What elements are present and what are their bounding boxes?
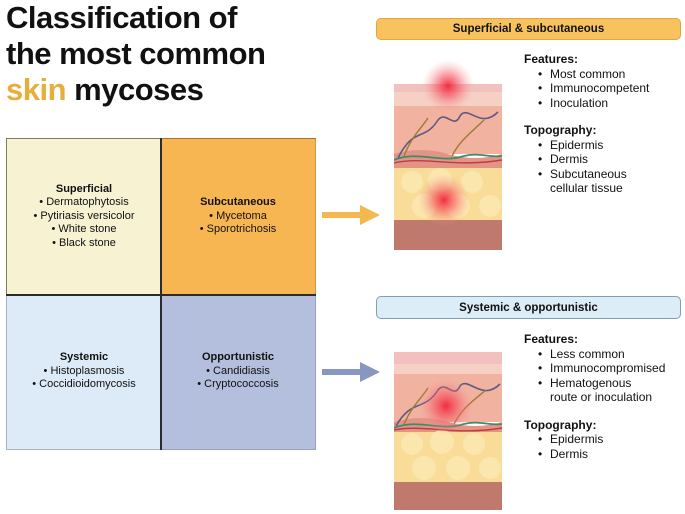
feature-item: Hematogenous	[538, 376, 665, 391]
topography-item: Subcutaneous	[538, 167, 649, 182]
superficial-list: Dermatophytosis Pytiriasis versicolor Wh…	[33, 196, 134, 250]
opportunistic-item: Candidiasis	[197, 365, 279, 379]
title-line-3: mycoses	[66, 72, 204, 107]
feature-item: Inoculation	[538, 96, 649, 111]
features-bottom: Features: Less common Immunocompromised …	[524, 332, 665, 461]
superficial-item: Black stone	[33, 237, 134, 251]
cell-opportunistic: Opportunistic Candidiasis Cryptococcosis	[161, 294, 316, 450]
topography-heading: Topography:	[524, 417, 597, 432]
topography-item: Epidermis	[538, 138, 649, 153]
banner-superficial-subcutaneous: Superficial & subcutaneous	[376, 18, 681, 40]
features-list: Most common Immunocompetent Inoculation	[524, 67, 649, 111]
topography-list: Epidermis Dermis Subcutaneous	[524, 138, 649, 182]
topography-item: Dermis	[538, 152, 649, 167]
topography-item: Dermis	[538, 447, 665, 462]
features-heading: Features:	[524, 52, 579, 66]
page-title: Classification of the most common skin m…	[6, 0, 266, 108]
subcutaneous-item: Sporotrichosis	[200, 223, 277, 237]
feature-item: Immunocompromised	[538, 361, 665, 376]
banner-systemic-opportunistic: Systemic & opportunistic	[376, 296, 681, 319]
grid-horizontal-divider	[6, 294, 316, 296]
systemic-heading: Systemic	[59, 351, 109, 364]
systemic-item: Histoplasmosis	[32, 365, 136, 379]
feature-item: Most common	[538, 67, 649, 82]
topography-list: Epidermis Dermis	[524, 432, 665, 461]
superficial-item: Dermatophytosis	[33, 196, 134, 210]
features-heading: Features:	[524, 332, 579, 346]
subcutaneous-heading: Subcutaneous	[200, 196, 276, 209]
features-top: Features: Most common Immunocompetent In…	[524, 52, 649, 196]
subcutaneous-list: Mycetoma Sporotrichosis	[200, 210, 277, 237]
opportunistic-item: Cryptococcosis	[197, 378, 279, 392]
feature-item: Immunocompetent	[538, 81, 649, 96]
title-line-2: the most common	[6, 36, 266, 71]
systemic-list: Histoplasmosis Coccidioidomycosis	[32, 365, 136, 392]
subcutaneous-item: Mycetoma	[200, 210, 277, 224]
arrow-right-icon	[322, 205, 380, 225]
cell-systemic: Systemic Histoplasmosis Coccidioidomycos…	[6, 294, 161, 450]
superficial-heading: Superficial	[55, 182, 113, 195]
feature-item: Less common	[538, 347, 665, 362]
skin-layers-illustration	[394, 60, 502, 250]
cell-superficial: Superficial Dermatophytosis Pytiriasis v…	[6, 138, 161, 294]
arrow-right-icon	[322, 362, 380, 382]
feature-item-continued: route or inoculation	[550, 390, 653, 404]
classification-grid: Superficial Dermatophytosis Pytiriasis v…	[6, 138, 316, 450]
topography-item-continued: cellular tissue	[550, 181, 623, 195]
systemic-item: Coccidioidomycosis	[32, 378, 136, 392]
opportunistic-heading: Opportunistic	[201, 351, 275, 364]
superficial-item: White stone	[33, 223, 134, 237]
superficial-item: Pytiriasis versicolor	[33, 210, 134, 224]
topography-heading: Topography:	[524, 123, 597, 137]
cell-subcutaneous: Subcutaneous Mycetoma Sporotrichosis	[161, 138, 316, 294]
title-accent-word: skin	[6, 72, 67, 107]
topography-item: Epidermis	[538, 432, 665, 447]
features-list: Less common Immunocompromised Hematogeno…	[524, 347, 665, 391]
title-line-1: Classification of	[6, 0, 237, 35]
opportunistic-list: Candidiasis Cryptococcosis	[197, 365, 279, 392]
skin-layers-illustration	[394, 352, 502, 510]
